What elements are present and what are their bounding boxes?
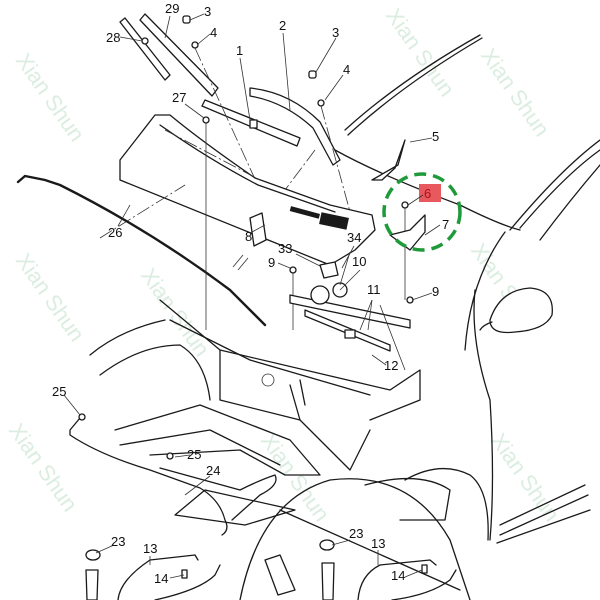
callout-25: 25	[187, 447, 201, 462]
callout-labels: 29 3 28 4 2 3 1 4 27 5 6 7 26 8 34 33 9 …	[52, 1, 449, 586]
washer-hose	[69, 417, 277, 536]
leader-lines	[63, 13, 441, 579]
watermark-layer: Xian Shun Xian Shun Xian Shun Xian Shun …	[4, 4, 565, 527]
wiper-arms	[119, 13, 356, 231]
callout-7: 7	[442, 217, 449, 232]
callout-6: 6	[424, 186, 431, 201]
callout-4: 4	[343, 62, 350, 77]
callout-11: 11	[367, 282, 381, 297]
callout-14: 14	[154, 571, 168, 586]
callout-24: 24	[206, 463, 220, 478]
callout-12: 12	[384, 358, 398, 373]
callout-13: 13	[143, 541, 157, 556]
callout-34: 34	[347, 230, 361, 245]
callout-28: 28	[106, 30, 120, 45]
drain-rod	[16, 174, 267, 327]
callout-9: 9	[268, 255, 275, 270]
watermark: Xian Shun	[4, 419, 83, 517]
watermark: Xian Shun	[11, 249, 90, 347]
callout-8: 8	[245, 229, 252, 244]
callout-4: 4	[210, 25, 217, 40]
callout-23: 23	[349, 526, 363, 541]
callout-26: 26	[108, 225, 122, 240]
callout-1: 1	[236, 43, 243, 58]
watermark: Xian Shun	[381, 4, 460, 102]
callout-9: 9	[432, 284, 439, 299]
detail-inset	[239, 477, 471, 600]
callout-27: 27	[172, 90, 186, 105]
cowl-panel	[99, 114, 376, 271]
callout-2: 2	[279, 18, 286, 33]
car-body	[334, 34, 600, 544]
watermark: Xian Shun	[11, 49, 90, 147]
watermark: Xian Shun	[476, 44, 555, 142]
wiper-linkage	[289, 251, 411, 371]
callout-33: 33	[278, 241, 292, 256]
callout-13: 13	[371, 536, 385, 551]
callout-23: 23	[111, 534, 125, 549]
callout-29: 29	[165, 1, 179, 16]
callout-3: 3	[204, 4, 211, 19]
callout-10: 10	[352, 254, 366, 269]
callout-25: 25	[52, 384, 66, 399]
callout-5: 5	[432, 129, 439, 144]
callout-14: 14	[391, 568, 405, 583]
callout-6-box	[419, 184, 441, 202]
front-structure	[89, 299, 421, 526]
highlight-ring	[382, 172, 462, 252]
callout-3: 3	[332, 25, 339, 40]
